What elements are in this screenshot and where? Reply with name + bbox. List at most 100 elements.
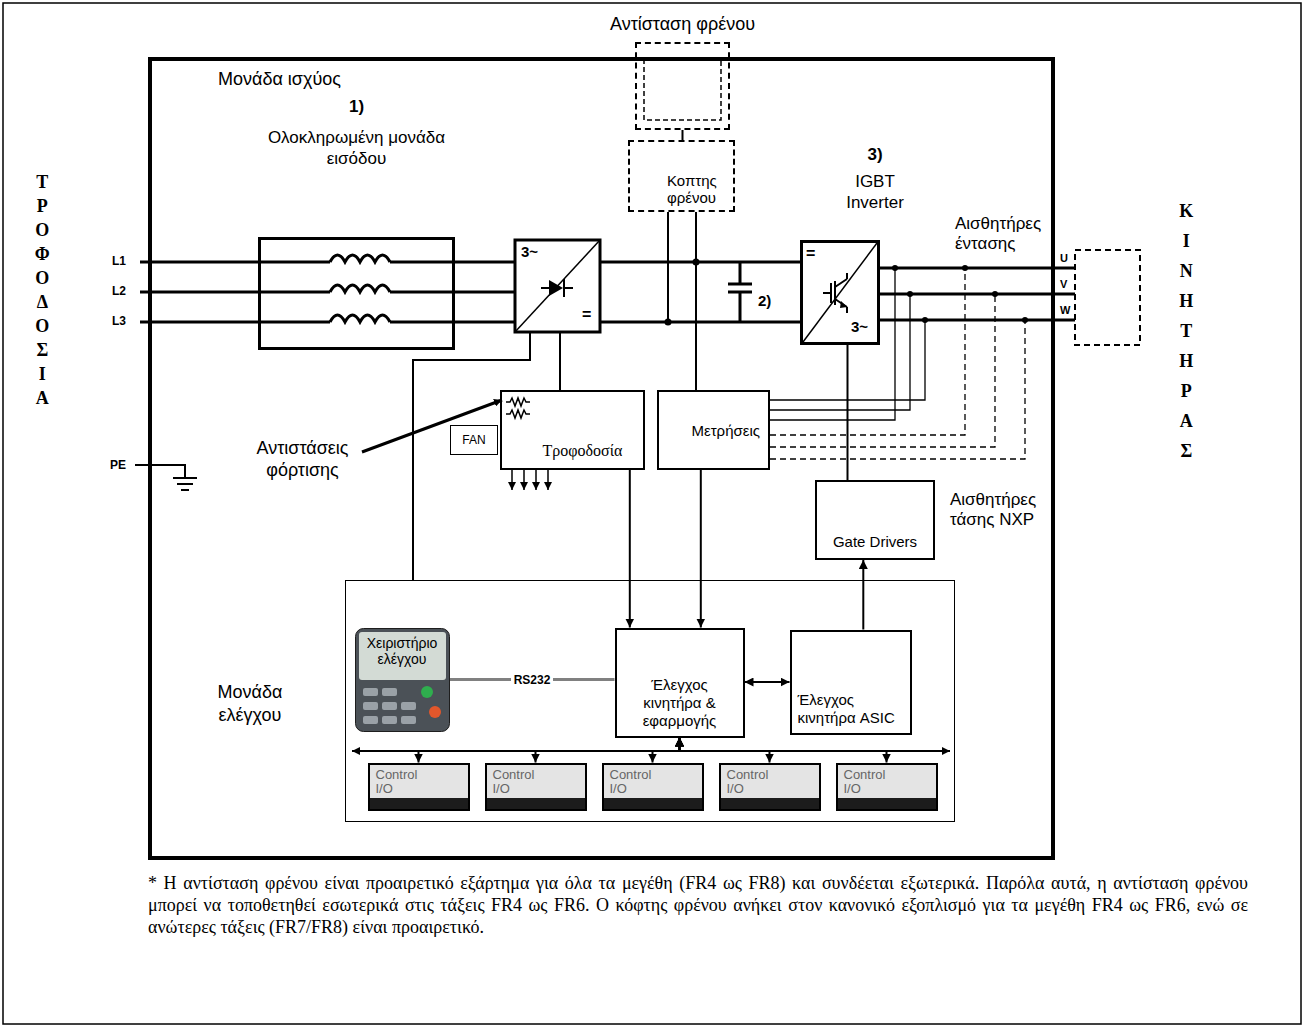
shape [363,688,378,696]
wire [823,273,847,313]
connector [536,738,680,763]
rectifier-diagonal [515,240,600,332]
connector [695,212,697,390]
resistor-outline [637,44,728,128]
power-supply-box: Τροφοδοσία [500,390,645,470]
rectifier-box [515,240,600,332]
connector [419,738,680,763]
wire [135,465,197,490]
measurement-box: Μετρήσεις [657,390,770,470]
shape [382,716,397,724]
control-keypad: Χειριστήριο ελέγχου [355,628,450,732]
wire [667,212,669,322]
control-unit-box: Μονάδα ελέγχουΧειριστήριο ελέγχουΈλεγχος… [345,580,955,822]
wire [803,243,877,342]
part-title: Αντίσταση φρένου [573,14,792,35]
figure-frame [3,3,1301,1024]
io-board: Control I/O [368,763,470,811]
wire [523,470,525,490]
ground-label: PE [110,458,126,472]
dot [907,291,913,297]
asic-control-box: Έλεγχος κινητήρα ASIC [790,630,912,735]
dc-link [600,262,800,322]
brake-resistor-box: Αντίσταση φρένου [635,42,730,130]
part-title: Ολοκληρωμένη μονάδα εισόδου [241,127,472,170]
io-board: Control I/O [836,763,938,811]
dot [429,706,441,718]
connector [862,560,864,630]
motor-box [1075,250,1140,345]
side-label: ΤΡΟΦΟΔΟΣΙΑ [34,170,51,410]
symbol-label: 3~ [851,318,868,335]
unit-title: Μονάδα ελέγχου [194,681,306,728]
unit-title: Μονάδα ισχύος [218,69,341,90]
phase-label: L1 [112,254,126,268]
side-label: ΚΙΝΗΤΗΡΑΣ [1178,196,1195,466]
motor-output [880,268,1075,320]
connector [847,345,849,480]
dot [1022,317,1028,323]
wire [559,332,561,390]
dot [922,317,928,323]
shape [363,716,378,724]
symbol-label: = [582,306,591,324]
phase-label: W [1060,304,1070,316]
group [363,688,416,724]
current-sensor-lines [770,268,1025,459]
capacitor-symbol [728,262,752,322]
connector [700,470,702,628]
fan-box: FAN [450,425,498,455]
part-label: Κοπτης φρένου [667,172,727,207]
heading-group: Αντίσταση φρένου [573,14,792,35]
inductor-symbol [330,255,390,322]
dot [892,265,898,271]
wire [770,268,1025,459]
shape [401,702,416,710]
wire [413,332,530,580]
heading-group: 3)IGBT Inverter [827,145,923,214]
diode-symbol [549,280,563,296]
input-module-box: 1)Ολοκληρωμένη μονάδα εισόδου [258,237,455,350]
connector [745,681,790,683]
board-label: Control I/O [376,768,432,797]
connector [680,738,887,763]
wire [535,470,537,490]
supply-outputs [512,470,548,490]
power-wiring [140,240,1075,332]
board-label: Control I/O [727,768,783,797]
board-label: Control I/O [610,768,666,797]
connector [629,470,631,628]
part-label: Μετρήσεις [692,422,761,439]
symbol-label: = [806,245,815,263]
part-label: Έλεγχος κινητήρα & εφαρμογής [630,676,730,730]
callout-number: 1) [241,97,472,117]
shape [355,628,449,731]
wire [511,470,513,490]
figure-caption: * Η αντίσταση φρένου είναι προαιρετικό ε… [148,872,1248,938]
callout-number: 3) [827,145,923,165]
edge-label: RS232 [511,673,554,687]
shape [382,688,397,696]
wire [140,262,515,322]
wire [547,470,549,490]
signal-wiring [135,212,668,580]
symbol-label: 3~ [521,243,538,260]
heading-group: Μονάδα ελέγχου [194,681,306,728]
shape [382,702,397,710]
part-label: FAN [462,433,485,447]
sensor-label: Αισθητήρες έντασης [955,214,1055,255]
dot [421,686,433,698]
callout-label: Αντιστάσεις φόρτισης [240,438,365,481]
power-unit-box: Μονάδα ισχύοςΚοπτης φρένου 1) Ολοκληρωμένη… [148,57,1055,860]
brake-chopper-box: Κοπτης φρένου [628,140,735,212]
wire [506,398,530,418]
io-board: Control I/O [602,763,704,811]
part-label: Gate Drivers [833,533,917,550]
part-label: Έλεγχος κινητήρα ASIC [798,691,902,727]
board-label: Control I/O [844,768,900,797]
heading-group: 1) Ολοκληρωμένη μονάδα εισόδου [241,97,472,170]
dot [665,319,672,326]
phase-label: V [1060,278,1067,290]
board-label: Control I/O [493,768,549,797]
